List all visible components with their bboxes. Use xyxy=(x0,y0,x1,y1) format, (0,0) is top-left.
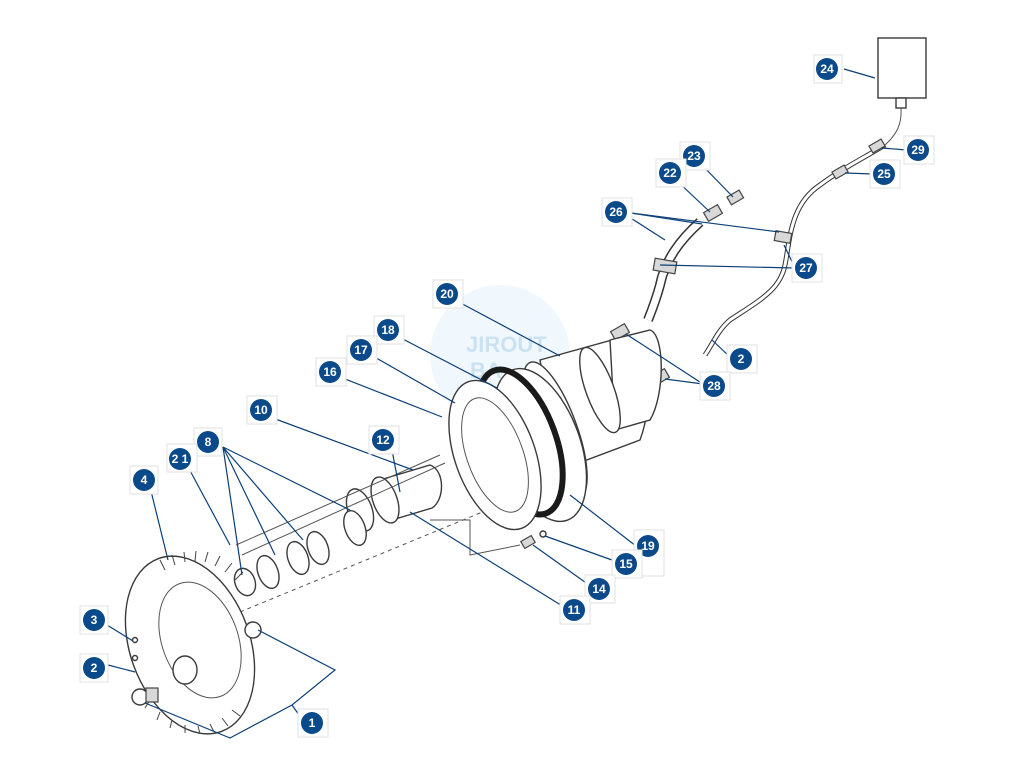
callout-label-10: 10 xyxy=(254,403,268,417)
callout-26: 26 xyxy=(601,197,633,227)
sleeve xyxy=(345,464,443,532)
callout-label-12: 12 xyxy=(376,433,390,447)
callout-label-22: 22 xyxy=(663,166,677,180)
callout-label-2-top: 2 xyxy=(738,352,745,366)
callout-29: 29 xyxy=(903,135,935,165)
callout-2-top: 2 xyxy=(726,344,758,374)
callout-12: 12 xyxy=(368,425,400,455)
callout-label-11: 11 xyxy=(568,603,581,617)
callout-17: 17 xyxy=(346,335,378,365)
callout-label-20: 20 xyxy=(440,287,454,301)
callout-label-27: 27 xyxy=(799,261,813,275)
callout-18: 18 xyxy=(373,315,405,345)
nozzle-eyeball xyxy=(131,621,262,706)
callout-label-23: 23 xyxy=(687,149,701,163)
callout-20: 20 xyxy=(432,279,464,309)
callout-label-29: 29 xyxy=(911,143,925,157)
leader-lines xyxy=(106,68,908,739)
callout-24: 24 xyxy=(813,54,843,84)
front-cover xyxy=(124,550,256,735)
callout-11: 11 xyxy=(559,595,591,625)
callout-27: 27 xyxy=(791,253,823,283)
callout-label-19: 19 xyxy=(641,539,655,553)
callout-label-25: 25 xyxy=(877,167,891,181)
callout-label-2-bottom: 2 xyxy=(91,661,98,675)
small-fittings xyxy=(519,530,547,550)
flange-and-seal xyxy=(448,366,588,531)
callout-label-28: 28 xyxy=(707,379,721,393)
callout-label-1: 1 xyxy=(309,716,316,730)
callout-label-24: 24 xyxy=(820,62,834,76)
callout-22: 22 xyxy=(655,158,687,188)
callout-label-17: 17 xyxy=(354,343,368,357)
watermark-line1: JIROUT xyxy=(466,332,547,357)
callout-15: 15 xyxy=(611,549,643,579)
callout-23: 23 xyxy=(679,141,711,171)
tube xyxy=(235,454,446,556)
callout-10: 10 xyxy=(246,395,278,425)
callout-2-1: 2 1 xyxy=(166,443,198,473)
callout-2-bottom: 2 xyxy=(79,653,109,683)
callout-label-26: 26 xyxy=(609,205,623,219)
callout-label-2-1: 2 1 xyxy=(172,452,189,466)
axis-connector xyxy=(430,519,521,556)
power-cable xyxy=(702,138,887,357)
callout-8: 8 xyxy=(193,427,223,457)
callout-3: 3 xyxy=(79,605,109,635)
callout-label-8: 8 xyxy=(205,435,212,449)
callout-1: 1 xyxy=(297,708,329,738)
callout-label-3: 3 xyxy=(91,613,98,627)
controller-box xyxy=(877,37,927,146)
callout-28: 28 xyxy=(699,371,731,401)
callout-4: 4 xyxy=(129,465,159,495)
callout-25: 25 xyxy=(869,159,901,189)
callout-16: 16 xyxy=(315,357,347,387)
callout-label-14: 14 xyxy=(592,582,606,596)
hose xyxy=(643,218,704,322)
nozzle-rings xyxy=(233,510,367,597)
callout-label-15: 15 xyxy=(619,557,633,571)
callout-14: 14 xyxy=(584,574,616,604)
callout-label-18: 18 xyxy=(381,323,395,337)
callout-label-16: 16 xyxy=(323,365,337,379)
callout-label-4: 4 xyxy=(141,473,148,487)
